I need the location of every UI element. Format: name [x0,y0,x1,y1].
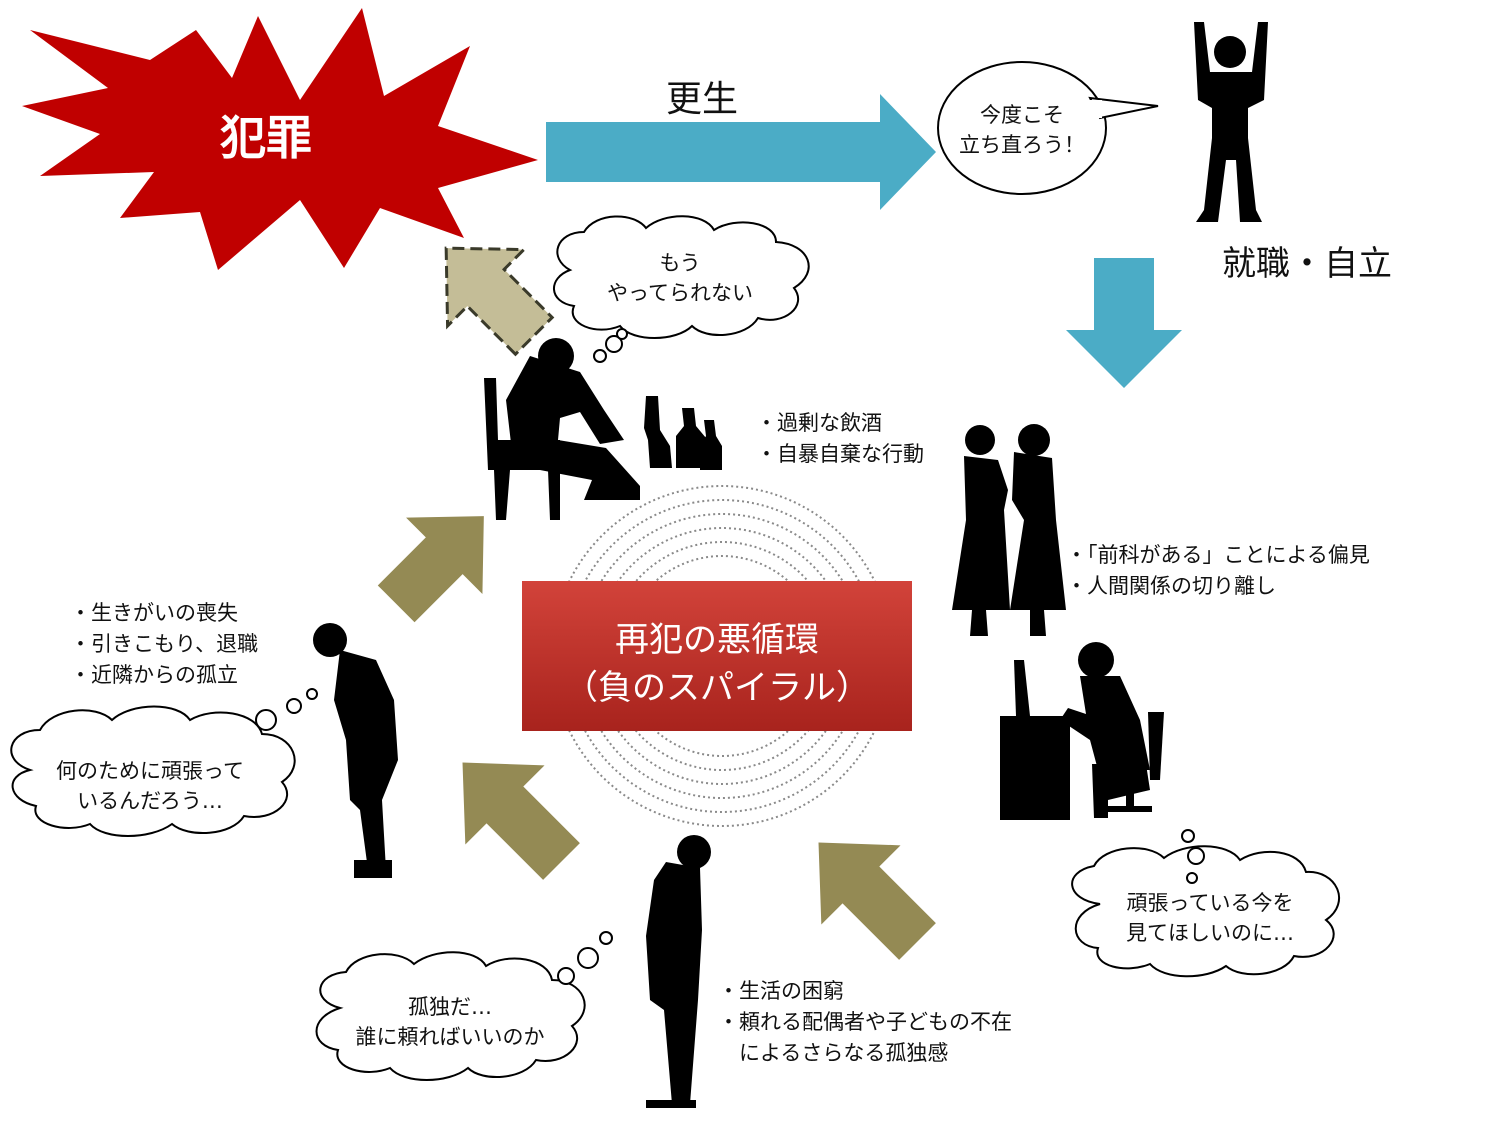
bubble-line: 見てほしいのに… [1126,921,1294,945]
bubble-line: やってられない [607,281,753,305]
want-seen-bubble-text: 頑張っている今を 見てほしいのに… [1080,888,1340,948]
cycle-arrow-lower-right [818,842,936,960]
rehab-label: 更生 [666,79,739,120]
employment-down-arrow [1066,258,1182,388]
triumphant-person-silhouette [1194,22,1268,222]
hunched-man-silhouette [313,623,398,878]
bullet-item: ・過剰な飲酒 [756,411,882,435]
bullet-item: ・生活の困窮 [718,979,844,1003]
drinking-bullets: ・過剰な飲酒 ・自暴自棄な行動 [756,408,924,470]
bullet-item: ・近隣からの孤立 [70,663,238,687]
want-seen-thought-cloud [1071,829,1340,978]
bullet-item: ・生きがいの喪失 [70,601,238,625]
lonely-thought-cloud [315,931,613,1081]
purpose-bubble-text: 何のために頑張って いるんだろう… [10,756,290,816]
lonely-bubble-text: 孤独だ… 誰に頼ればいいのか [320,992,580,1052]
cycle-arrow-dashed-escape [444,246,555,357]
cycle-arrow-lower-left [462,762,580,880]
bullet-item: ・頼れる配偶者や子どもの不在 [718,1010,1012,1034]
resolve-speech-bubble [937,61,1159,195]
seated-man-silhouette [484,338,722,520]
resolve-bubble-text: 今度こそ 立ち直ろう！ [942,100,1102,160]
cycle-arrow-left [377,516,484,623]
poverty-bullets: ・生活の困窮 ・頼れる配偶者や子どもの不在 によるさらなる孤独感 [718,976,1012,1069]
gossiping-women-silhouette [952,424,1066,636]
bubble-line: 立ち直ろう！ [959,133,1085,157]
bullet-item: によるさらなる孤独感 [718,1041,949,1065]
bubble-line: もう [659,251,701,275]
center-box [522,581,912,731]
crime-label: 犯罪 [220,111,312,165]
isolation-bullets: ・生きがいの喪失 ・引きこもり、退職 ・近隣からの孤立 [70,598,258,691]
bullet-item: ・人間関係の切り離し [1066,574,1276,598]
purpose-thought-cloud [10,688,318,837]
bubble-line: いるんだろう… [77,789,223,813]
bubble-line: 孤独だ… [408,995,492,1019]
giveup-bubble-text: もう やってられない [560,248,800,308]
bubble-line: 誰に頼ればいいのか [355,1025,545,1049]
dejected-man-silhouette [646,835,711,1108]
bullet-item: ・自暴自棄な行動 [756,442,924,466]
bullet-item: ・引きこもり、退職 [70,632,259,656]
desk-worker-silhouette [1000,642,1164,820]
bullet-item: ・「前科がある」ことによる偏見 [1066,543,1370,567]
center-box-subtitle: （負のスパイラル） [564,668,870,708]
crime-burst [22,8,538,270]
center-box-title: 再犯の悪循環 [615,620,819,660]
prejudice-bullets: ・「前科がある」ことによる偏見 ・人間関係の切り離し [1066,540,1370,602]
rehab-arrow [546,94,936,210]
bubble-line: 頑張っている今を [1126,891,1294,915]
giveup-thought-cloud [553,215,810,363]
bubble-line: 何のために頑張って [56,759,244,783]
bubble-line: 今度こそ [980,103,1064,127]
employment-label: 就職・自立 [1222,244,1392,284]
